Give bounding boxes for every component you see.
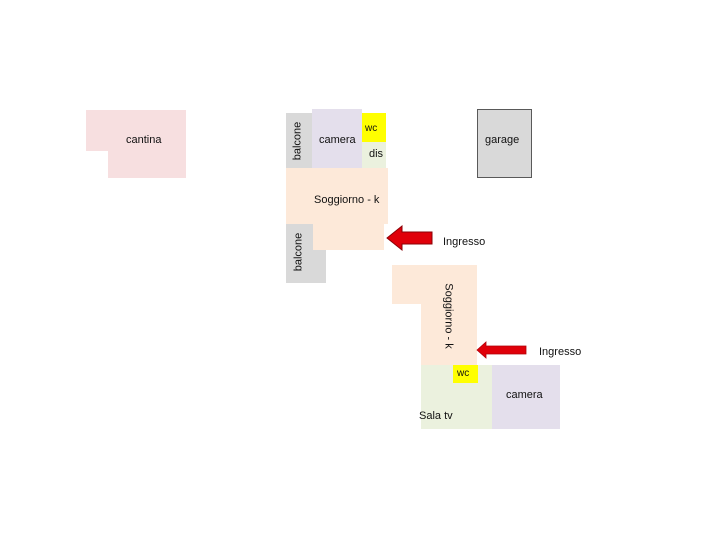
- entrance-bottom-label: Ingresso: [539, 346, 582, 358]
- balcone-top-label: balcone: [291, 121, 304, 161]
- cantina-label: cantina: [126, 134, 162, 146]
- cantina-room-bottom: [108, 150, 186, 178]
- camera-top-label: camera: [319, 134, 356, 146]
- wc-bottom-room: [453, 365, 478, 383]
- entrance-top-label: Ingresso: [443, 236, 486, 248]
- dis-label: dis: [369, 148, 384, 160]
- balcone-top-room: [286, 113, 312, 168]
- soggiorno-top-label: Soggiorno - k: [314, 194, 380, 206]
- balcone-bottom-room: [286, 224, 313, 283]
- garage-room: [477, 109, 532, 178]
- camera-bottom-room: [492, 365, 560, 429]
- left-arrow-icon: [476, 341, 527, 359]
- soggiorno-bottom-label: Soggiorno - k: [442, 283, 455, 349]
- cantina-room-top: [86, 110, 186, 151]
- wc-top-room: [362, 113, 386, 142]
- wc-bottom-label: wc: [457, 368, 470, 379]
- soggiorno-bottom-room: [421, 265, 477, 365]
- balcone-bottom-stub: [313, 250, 326, 283]
- soggiorno-top-room: [286, 168, 388, 224]
- soggiorno-top-extension: [313, 224, 384, 250]
- garage-label: garage: [485, 134, 520, 146]
- soggiorno-bottom-step: [392, 265, 422, 304]
- dis-room: [362, 142, 386, 168]
- balcone-bottom-label: balcone: [292, 232, 305, 272]
- sala-tv-label: Sala tv: [419, 410, 453, 422]
- camera-top-room: [312, 109, 362, 168]
- wc-top-label: wc: [365, 123, 378, 134]
- left-arrow-icon: [386, 224, 433, 252]
- camera-bottom-label: camera: [506, 389, 543, 401]
